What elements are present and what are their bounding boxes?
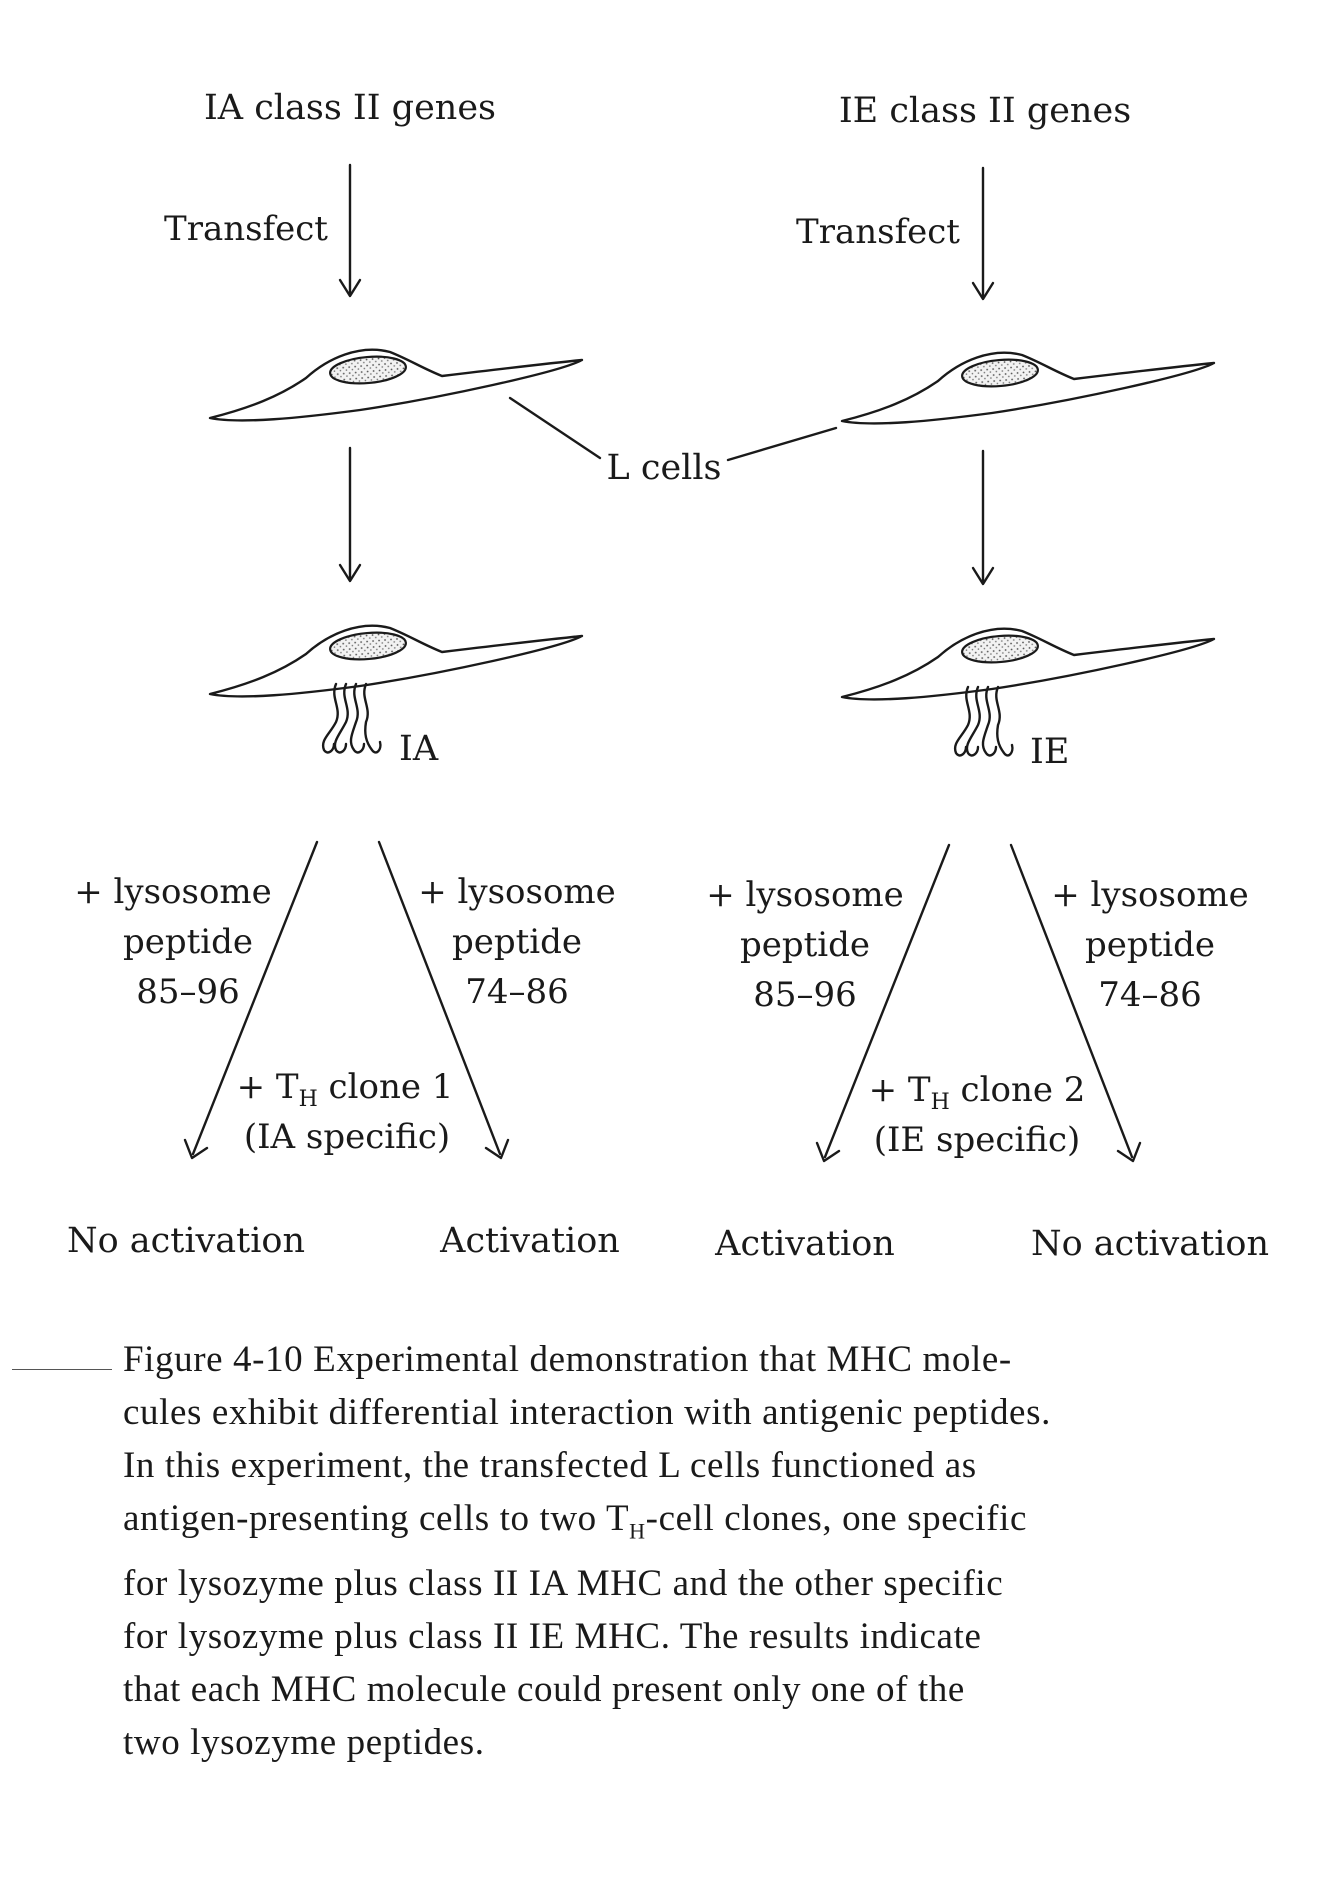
svg-text:peptide: peptide — [1085, 925, 1215, 965]
svg-text:(IE specific): (IE specific) — [874, 1120, 1081, 1160]
svg-text:85–96: 85–96 — [753, 975, 857, 1015]
svg-text:peptide: peptide — [740, 925, 870, 965]
svg-text:+ lysosome: + lysosome — [1051, 875, 1249, 915]
svg-text:(IA specific): (IA specific) — [244, 1117, 450, 1157]
ie-mhc-molecule — [953, 685, 1014, 757]
caption-line: antigen-presenting cells to two TH-cell … — [123, 1498, 1027, 1544]
caption-line: for lysozyme plus class II IA MHC and th… — [123, 1563, 1004, 1605]
peptide-label-4: + lysosome peptide 74–86 — [1051, 875, 1249, 1015]
transfect-arrow-right — [971, 166, 995, 301]
outcome-2: Activation — [439, 1221, 620, 1261]
l-cells-pointer-left — [508, 396, 602, 460]
ia-mhc-molecule — [321, 682, 382, 754]
branch-arrow-4 — [1009, 843, 1142, 1163]
figure-caption: Figure 4-10 Experimental demonstration t… — [123, 1333, 1303, 1769]
down-arrow-right — [971, 449, 995, 586]
branch-arrow-1 — [183, 840, 319, 1160]
peptide-label-1: + lysosome peptide 85–96 — [74, 872, 272, 1012]
caption-rule — [12, 1369, 112, 1370]
caption-line: cules exhibit differential interaction w… — [123, 1392, 1051, 1433]
transfect-label-left: Transfect — [164, 209, 328, 249]
th-clone-2-label: + TH clone 2 (IE specific) — [869, 1070, 1086, 1160]
svg-text:+ lysosome: + lysosome — [706, 875, 904, 915]
ia-genes-label: IA class II genes — [204, 88, 496, 128]
outcome-4: No activation — [1031, 1224, 1269, 1264]
svg-text:+ lysosome: + lysosome — [74, 872, 272, 912]
svg-text:+ TH clone 2: + TH clone 2 — [869, 1070, 1086, 1115]
outcome-1: No activation — [67, 1221, 305, 1261]
caption-line: two lysozyme peptides. — [123, 1722, 485, 1764]
transfect-label-right: Transfect — [796, 212, 960, 252]
svg-text:85–96: 85–96 — [136, 972, 240, 1012]
caption-line: In this experiment, the transfected L ce… — [123, 1445, 977, 1486]
ie-presenting-cell — [840, 627, 1216, 701]
ia-presenting-cell — [208, 624, 584, 698]
svg-text:+ lysosome: + lysosome — [418, 872, 616, 912]
peptide-label-2: + lysosome peptide 74–86 — [418, 872, 616, 1012]
svg-text:peptide: peptide — [452, 922, 582, 962]
l-cell-right — [840, 351, 1216, 425]
svg-text:peptide: peptide — [123, 922, 253, 962]
svg-text:74–86: 74–86 — [465, 972, 569, 1012]
caption-line: that each MHC molecule could present onl… — [123, 1669, 965, 1711]
ie-molecule-label: IE — [1030, 732, 1069, 772]
th-clone-1-label: + TH clone 1 (IA specific) — [237, 1067, 454, 1157]
caption-line: for lysozyme plus class II IE MHC. The r… — [123, 1616, 982, 1658]
svg-text:74–86: 74–86 — [1098, 975, 1202, 1015]
caption-line: Figure 4-10 Experimental demonstration t… — [123, 1339, 1012, 1380]
peptide-label-3: + lysosome peptide 85–96 — [706, 875, 904, 1015]
l-cells-pointer-right — [726, 426, 838, 462]
transfect-arrow-left — [338, 163, 362, 298]
branch-arrow-2 — [377, 840, 510, 1160]
l-cells-label: L cells — [606, 448, 721, 488]
branch-arrow-3 — [815, 843, 951, 1163]
down-arrow-left — [338, 446, 362, 583]
outcome-3: Activation — [714, 1224, 895, 1264]
ia-molecule-label: IA — [399, 729, 439, 769]
svg-text:+ TH clone 1: + TH clone 1 — [237, 1067, 454, 1112]
ie-genes-label: IE class II genes — [839, 91, 1131, 131]
